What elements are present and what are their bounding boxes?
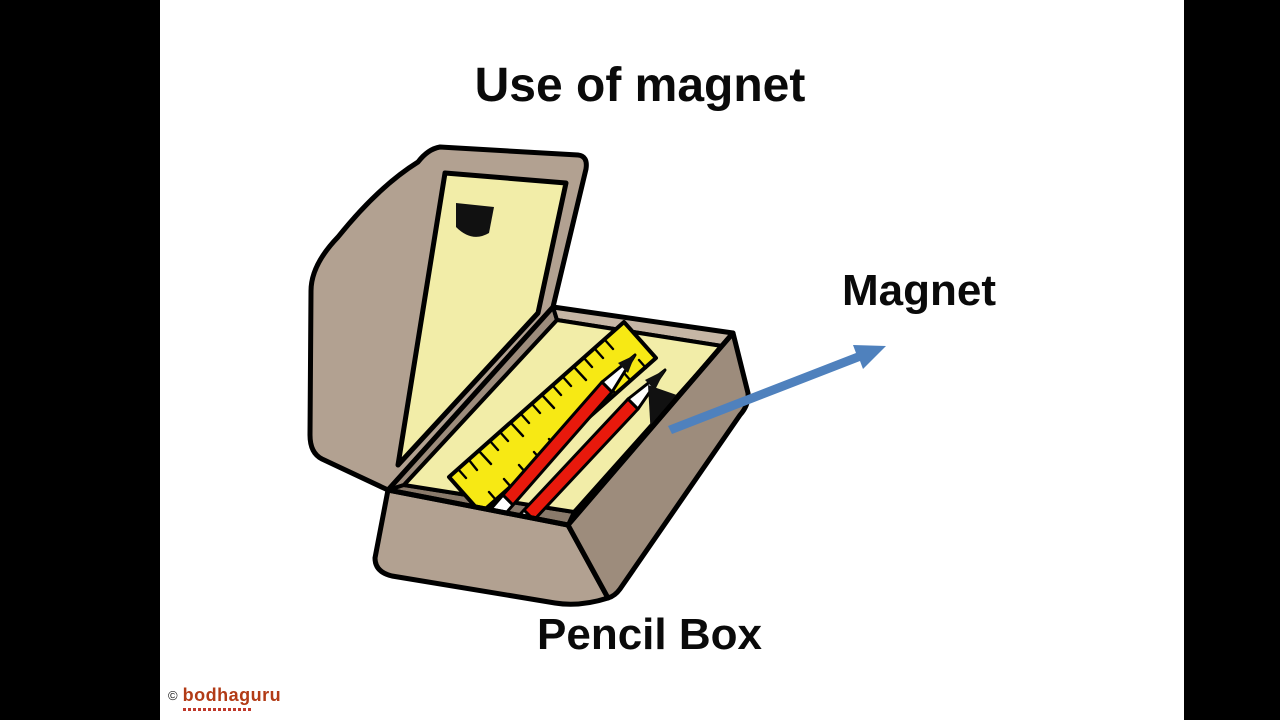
inner-wall-back <box>386 305 559 492</box>
lid-interior-panel <box>395 170 569 468</box>
pencil-box-illustration <box>307 144 751 607</box>
pencil-1-wood-tip <box>600 353 637 394</box>
pencil-1-body <box>501 380 614 507</box>
pencil-1-lead-tip <box>618 355 635 373</box>
pencil-2 <box>508 368 667 537</box>
box-right-face <box>565 330 751 601</box>
page-title: Use of magnet <box>474 59 806 112</box>
inner-wall-far <box>551 305 735 348</box>
pencil-2-end-band <box>508 508 536 537</box>
label-pencil-box: Pencil Box <box>537 610 762 659</box>
pencil-1-end-band <box>488 493 515 522</box>
inner-wall-right <box>566 331 735 527</box>
pencil-2-lead-tip <box>645 370 665 390</box>
magnet-clasp <box>648 385 694 448</box>
box-rim-outline <box>385 304 736 528</box>
pencil-1 <box>488 353 637 522</box>
pencil-box-lid <box>307 144 589 493</box>
label-magnet: Magnet <box>842 266 996 315</box>
lid-latch-notch-icon <box>456 203 494 237</box>
inner-wall-near <box>386 483 576 527</box>
lid-outer-shell <box>307 144 589 493</box>
pillarbox-left <box>0 0 160 720</box>
ruler-ticks <box>456 338 648 502</box>
box-interior-floor <box>402 318 724 514</box>
magnet-arrow <box>668 345 886 434</box>
copyright-symbol: © <box>168 688 178 703</box>
pencil-box-body <box>386 305 735 527</box>
pencil-2-body <box>522 397 640 522</box>
logo-text: bodhaguru <box>182 685 282 705</box>
pencil-2-wood-tip <box>626 368 667 411</box>
ruler <box>447 320 658 515</box>
pillarbox-right <box>1184 0 1280 720</box>
box-front-face <box>372 487 611 607</box>
ruler-body <box>447 320 658 515</box>
arrow-icon <box>668 345 886 434</box>
logo: © bodhaguru <box>168 686 281 711</box>
logo-tagline <box>182 708 253 711</box>
